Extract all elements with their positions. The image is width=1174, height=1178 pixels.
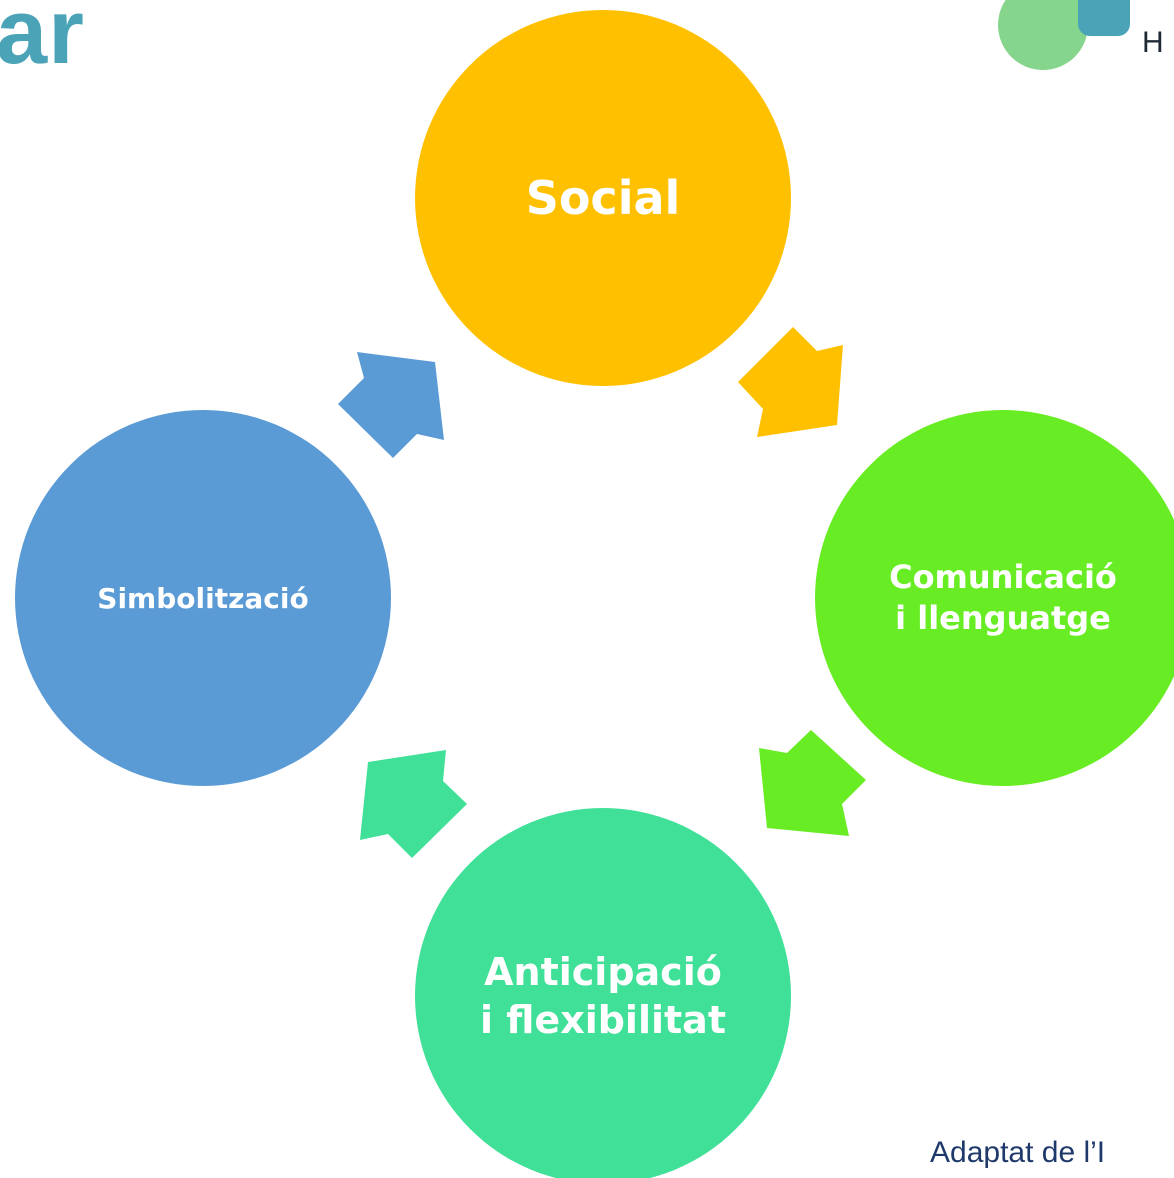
node-comunicacio-i-llenguatge: Comunicació i llenguatge: [815, 410, 1174, 786]
logo-square-shape: [1078, 0, 1130, 36]
source-caption: Adaptat de l’I: [930, 1136, 1106, 1169]
node-simbolitzacio: Simbolització: [15, 410, 391, 786]
arrow-social-to-comunicacio: [738, 327, 843, 437]
logo: H: [990, 0, 1174, 90]
node-anticipacio-label: Anticipació i flexibilitat: [480, 949, 726, 1042]
node-social-label: Social: [525, 171, 681, 225]
node-anticipacio-i-flexibilitat: Anticipació i flexibilitat: [415, 808, 791, 1178]
arrow-comunicacio-to-anticipacio: [759, 730, 866, 836]
node-simbolitzacio-label: Simbolització: [97, 581, 309, 615]
node-comunicacio-label: Comunicació i llenguatge: [889, 558, 1117, 637]
arrow-simbolitzacio-to-social: [338, 352, 444, 458]
node-social: Social: [415, 10, 791, 386]
page-title: ar: [0, 0, 85, 83]
logo-circle-shape: [998, 0, 1088, 70]
logo-text: H: [1142, 26, 1164, 59]
arrow-anticipacio-to-simbolitzacio: [360, 750, 467, 858]
